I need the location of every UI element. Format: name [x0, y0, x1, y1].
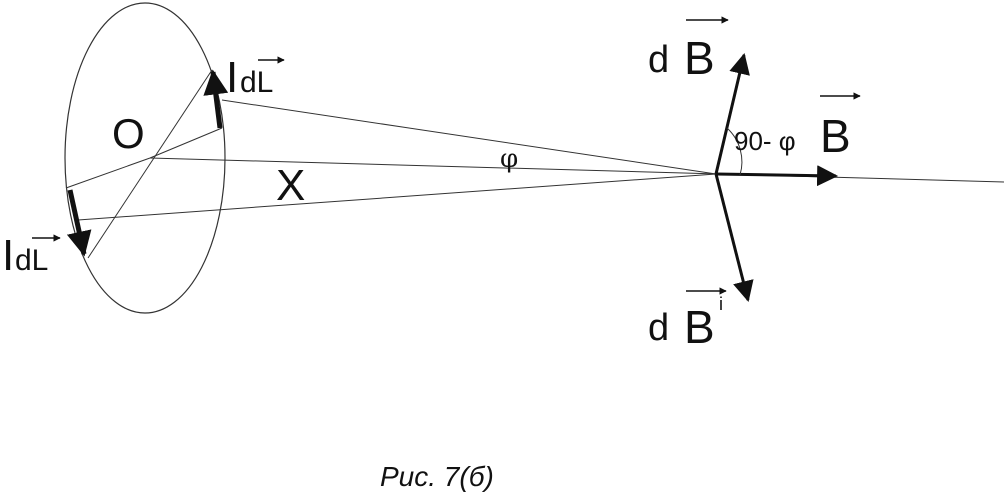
loop-diameter: [87, 69, 213, 259]
line-bottom-element-to-point: [77, 173, 717, 221]
dB-bottom-d-label: d: [648, 307, 669, 349]
dB-top-B-label: B: [684, 32, 715, 84]
radius-bottom: [65, 157, 151, 189]
current-element-top-arrow: [203, 69, 229, 129]
current-loop: [64, 2, 226, 314]
current-top-I-label: I: [226, 53, 238, 102]
current-bottom-dL-label: dL: [15, 244, 48, 277]
axis-line: [149, 157, 1004, 183]
dB-bottom-prime-label: i: [719, 294, 723, 314]
current-bottom-I-label: I: [2, 231, 14, 280]
dB-top-vector: [714, 52, 750, 175]
B-result-vector: [715, 165, 839, 187]
current-element-bottom-arrow: [66, 189, 92, 257]
dB-bottom-B-label: B: [684, 301, 715, 353]
current-top-dL-label: dL: [240, 66, 273, 99]
angle-90-minus-phi-label: 90- φ: [734, 126, 796, 156]
distance-label: X: [276, 161, 305, 210]
radius-top: [149, 127, 223, 159]
phi-label: φ: [500, 144, 518, 174]
center-label: O: [112, 110, 145, 157]
figure-caption: Рис. 7(б): [380, 461, 494, 492]
line-top-element-to-point: [221, 99, 717, 175]
angle-arc: [726, 127, 743, 176]
dB-bottom-vector: [714, 173, 754, 303]
B-result-label: B: [820, 110, 851, 162]
dB-top-d-label: d: [648, 39, 669, 81]
